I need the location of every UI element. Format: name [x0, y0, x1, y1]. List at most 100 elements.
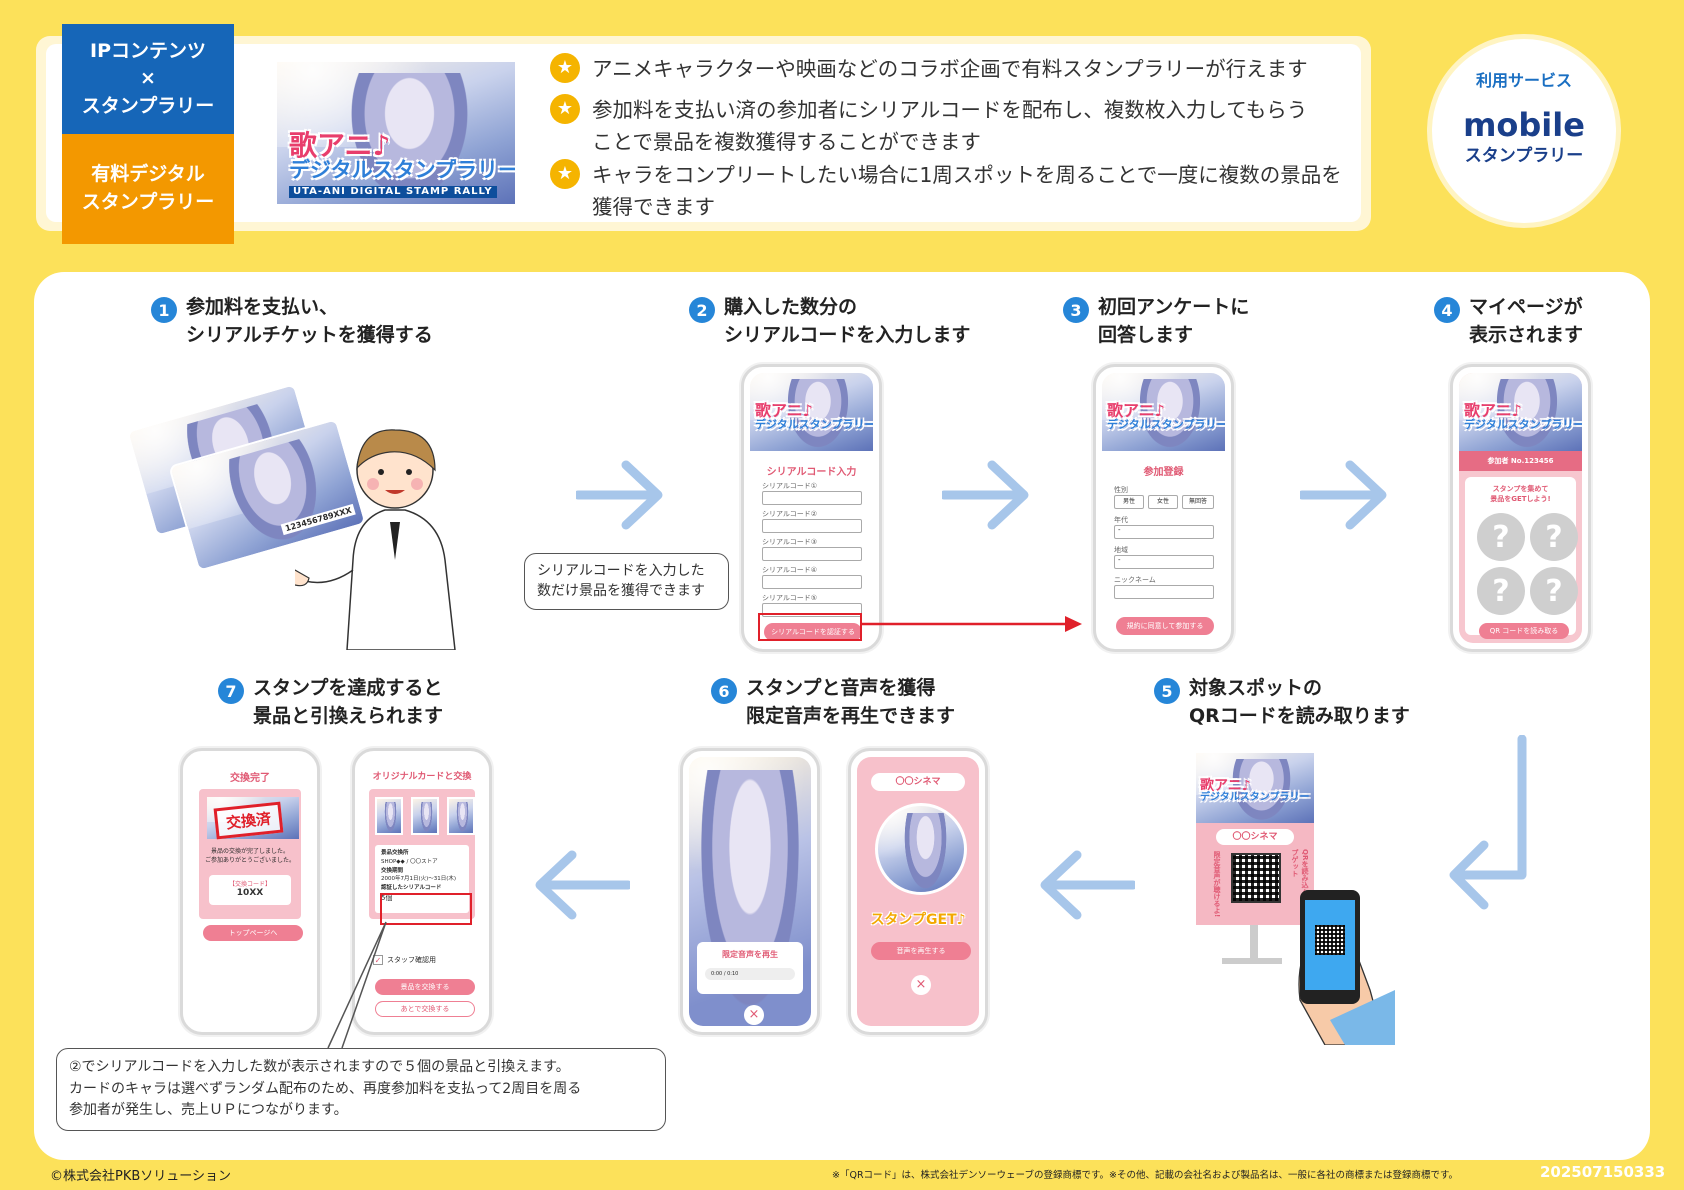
gender-male[interactable]: 男性 — [1114, 495, 1144, 509]
serial-field-2[interactable] — [762, 519, 862, 533]
field-label: シリアルコード⑤ — [762, 594, 818, 602]
poster-side-left: 限定音声が聴けるよ! — [1213, 851, 1221, 918]
feature-3: ★キャラをコンプリートしたい場合に1周スポットを周ることで一度に複数の景品を 獲… — [550, 159, 1342, 224]
top-page-button[interactable]: トップページへ — [203, 925, 303, 941]
stamp-get-text: スタンプGET♪ — [870, 912, 966, 928]
phone-registration: 歌アニ♪デジタルスタンプラリー 参加登録 性別 男性 女性 無回答 年代 - 地… — [1093, 364, 1234, 652]
step-number: 7 — [218, 678, 244, 704]
field-label: シリアルコード① — [762, 482, 818, 490]
qr-code-icon[interactable] — [1231, 853, 1281, 903]
poster-stand-base — [1222, 958, 1282, 964]
step2-title: 購入した数分の シリアルコードを入力します — [724, 296, 971, 346]
step7-title: スタンプを達成すると 景品と引換えられます — [253, 677, 444, 727]
field-label: シリアルコード③ — [762, 538, 818, 546]
stamp-slot-icon: ? — [1530, 567, 1578, 615]
stamp-promo: スタンプを集めて 景品をGETしよう! — [1490, 485, 1551, 503]
phone-exchange-done: 交換完了 交換済 景品の交換が完了しました。 ご参加ありがとうございました。 【… — [180, 748, 320, 1035]
step-number: 6 — [711, 678, 737, 704]
age-select[interactable]: - — [1114, 525, 1214, 539]
agree-join-button[interactable]: 規約に同意して参加する — [1116, 617, 1214, 635]
step6-title: スタンプと音声を獲得 限定音声を再生できます — [746, 677, 956, 727]
verify-serial-button[interactable]: シリアルコードを認証する — [764, 623, 862, 641]
ip-contents-tag: IPコンテンツ × スタンプラリー — [62, 24, 234, 134]
nickname-field[interactable] — [1114, 585, 1214, 599]
red-arrow-icon — [862, 616, 1082, 632]
nickname-label: ニックネーム — [1114, 576, 1156, 584]
paid-rally-tag: 有料デジタル スタンプラリー — [62, 134, 234, 244]
step4-title: マイページが 表示されます — [1469, 296, 1584, 346]
service-logo: mobile — [1463, 106, 1585, 144]
stamp-slot-icon: ? — [1477, 567, 1525, 615]
exchange-code: 10XX — [236, 888, 264, 898]
audio-player[interactable]: 0:00 / 0:10 — [705, 968, 795, 980]
poster-stand — [1250, 925, 1258, 960]
app-banner: 歌アニ♪デジタルスタンプラリー — [1459, 373, 1582, 451]
step-number: 1 — [151, 297, 177, 323]
gender-none[interactable]: 無回答 — [1182, 495, 1214, 509]
serial-field-4[interactable] — [762, 575, 862, 589]
poster-spot-name: 〇〇シネマ — [1216, 829, 1294, 845]
smartphone-icon — [1300, 890, 1360, 1004]
screen-title: オリジナルカードと交換 — [372, 772, 472, 782]
stamp-image — [875, 803, 967, 895]
serial-count: 5個 — [381, 893, 393, 902]
poster-side-right: QRを読み込んでスタンプゲット — [1291, 849, 1309, 924]
stamp-slot-icon: ? — [1477, 513, 1525, 561]
arrow-right-icon — [1300, 460, 1387, 530]
step-number: 4 — [1434, 297, 1460, 323]
arrow-down-left-icon — [1449, 735, 1527, 910]
exchange-note: ②でシリアルコードを入力した数が表示されますので５個の景品と引換えます。 カード… — [56, 1048, 666, 1132]
star-icon: ★ — [550, 53, 580, 83]
trademark-note: ※「QRコード」は、株式会社デンソーウェーブの登録商標です。※その他、記載の会社… — [832, 1170, 1459, 1181]
arrow-left-icon — [1040, 850, 1135, 920]
step1-title: 参加料を支払い、 シリアルチケットを獲得する — [186, 296, 433, 346]
screen-title: 交換完了 — [230, 773, 270, 784]
header-banner — [36, 36, 1371, 231]
event-logo: 歌アニ♪ デジタルスタンプラリー UTA-ANI DIGITAL STAMP R… — [289, 129, 515, 198]
area-select[interactable]: - — [1114, 555, 1214, 569]
screen-title: 参加登録 — [1143, 467, 1184, 478]
field-label: シリアルコード④ — [762, 566, 818, 574]
app-banner: 歌アニ♪デジタルスタンプラリー — [750, 373, 873, 451]
phone-mypage: 歌アニ♪デジタルスタンプラリー 参加者 No.123456 スタンプを集めて 景… — [1450, 364, 1591, 652]
info-value: 2000年7月1日(火)～31日(木) — [381, 876, 457, 883]
star-icon: ★ — [550, 159, 580, 189]
service-badge: 利用サービス mobile スタンプラリー — [1427, 34, 1621, 228]
arrow-right-icon — [576, 460, 663, 530]
phone-exchange: オリジナルカードと交換 景品交換所 SHOP◆◆ / 〇〇ストア 交換期間 20… — [352, 748, 492, 1035]
feature-1: ★アニメキャラクターや映画などのコラボ企画で有料スタンプラリーが行えます — [550, 53, 1308, 86]
arrow-right-icon — [942, 460, 1029, 530]
close-icon[interactable]: × — [911, 975, 931, 995]
area-label: 地域 — [1114, 546, 1128, 554]
info-label: 景品交換所 — [381, 850, 409, 856]
close-icon[interactable]: × — [744, 1005, 764, 1025]
prize-card-2 — [411, 797, 439, 835]
gender-female[interactable]: 女性 — [1148, 495, 1178, 509]
scan-qr-button[interactable]: QR コードを読み取る — [1479, 623, 1569, 639]
prize-card-3 — [447, 797, 475, 835]
service-logo-sub: スタンプラリー — [1464, 146, 1584, 166]
field-label: シリアルコード② — [762, 510, 818, 518]
phone-stamp-get: 〇〇シネマ スタンプGET♪ 音声を再生する × — [848, 748, 988, 1035]
done-message: 景品の交換が完了しました。 ご参加ありがとうございました。 — [204, 848, 295, 864]
phone-serial-input: 歌アニ♪デジタルスタンプラリー シリアルコード入力 シリアルコード① シリアルコ… — [741, 364, 882, 652]
star-icon: ★ — [550, 94, 580, 124]
serial-callout: シリアルコードを入力した 数だけ景品を獲得できます — [524, 553, 729, 611]
staff-illustration — [295, 429, 456, 650]
serial-field-1[interactable] — [762, 491, 862, 505]
app-banner: 歌アニ♪デジタルスタンプラリー — [1102, 373, 1225, 451]
serial-field-3[interactable] — [762, 547, 862, 561]
step3-title: 初回アンケートに 回答します — [1098, 296, 1250, 346]
step5-title: 対象スポットの QRコードを読み取ります — [1189, 677, 1410, 727]
highlight-box — [758, 613, 862, 641]
step-number: 2 — [689, 297, 715, 323]
exchange-button[interactable]: 景品を交換する — [375, 979, 475, 995]
staff-check-label: スタッフ確認用 — [387, 956, 436, 964]
stamp-slot-icon: ? — [1530, 513, 1578, 561]
later-button[interactable]: あとで交換する — [375, 1001, 475, 1017]
member-number: 参加者 No.123456 — [1459, 451, 1582, 471]
arrow-left-icon — [535, 850, 630, 920]
play-audio-button[interactable]: 音声を再生する — [871, 942, 971, 960]
prize-card-1 — [375, 797, 403, 835]
copyright: ©株式会社PKBソリューション — [50, 1169, 232, 1184]
